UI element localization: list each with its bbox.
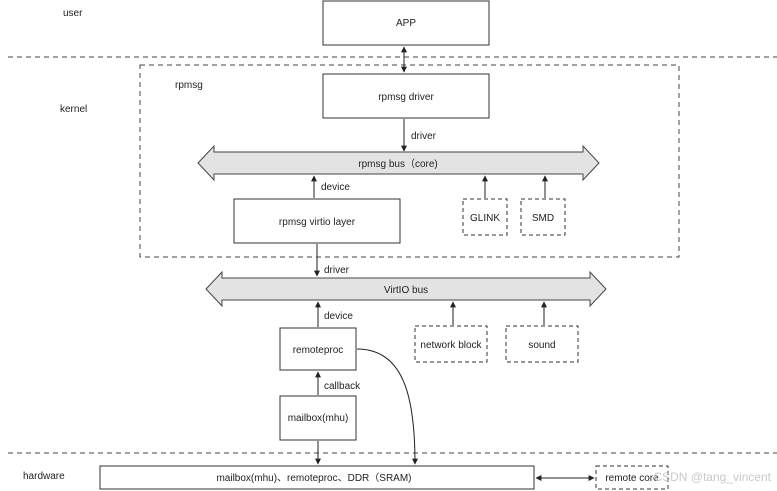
rpmsg-group-frame (139, 64, 680, 258)
layer-label-kernel: kernel (60, 104, 87, 115)
edge-label-callback: callback (324, 381, 361, 392)
edge-label-device-2: device (324, 311, 353, 322)
rpmsg-virtio-layer-label: rpmsg virtio layer (279, 217, 356, 228)
remoteproc-to-hardware-curve (356, 348, 418, 465)
edge-label-driver-1: driver (411, 131, 437, 142)
app-box (322, 0, 490, 46)
edge-label-driver-2: driver (324, 265, 350, 276)
glink-label: GLINK (470, 213, 500, 224)
layer-label-hardware: hardware (23, 471, 65, 482)
hardware-bar-label: mailbox(mhu)、remoteproc、DDR（SRAM) (216, 472, 411, 484)
network-block-box (414, 325, 488, 363)
remoteproc-box (279, 327, 357, 371)
rpmsg-group-label: rpmsg (175, 80, 203, 91)
remote-core-box (595, 465, 669, 490)
network-block-label: network block (420, 340, 482, 351)
sound-box (505, 325, 579, 363)
remote-core-label: remote core (605, 473, 659, 484)
rpmsg-driver-label: rpmsg driver (378, 92, 434, 103)
glink-box (462, 198, 508, 236)
virtio-bus-label: VirtIO bus (384, 285, 428, 296)
app-label: APP (396, 18, 416, 29)
rpmsg-bus-arrow (197, 144, 600, 182)
rpmsg-driver-box (322, 73, 490, 119)
mailbox-box (279, 395, 357, 441)
virtio-bus-arrow (205, 270, 607, 308)
mailbox-label: mailbox(mhu) (288, 413, 349, 424)
remoteproc-label: remoteproc (293, 345, 344, 356)
layer-label-user: user (63, 8, 83, 19)
rpmsg-virtio-layer-box (233, 198, 401, 244)
sound-label: sound (528, 340, 555, 351)
rpmsg-bus-label: rpmsg bus（core) (358, 158, 437, 170)
smd-label: SMD (532, 213, 554, 224)
edge-label-device-1: device (321, 182, 350, 193)
smd-box (520, 198, 566, 236)
hardware-bar-box (99, 465, 535, 490)
watermark-text: CSDN @tang_vincent (653, 470, 771, 484)
